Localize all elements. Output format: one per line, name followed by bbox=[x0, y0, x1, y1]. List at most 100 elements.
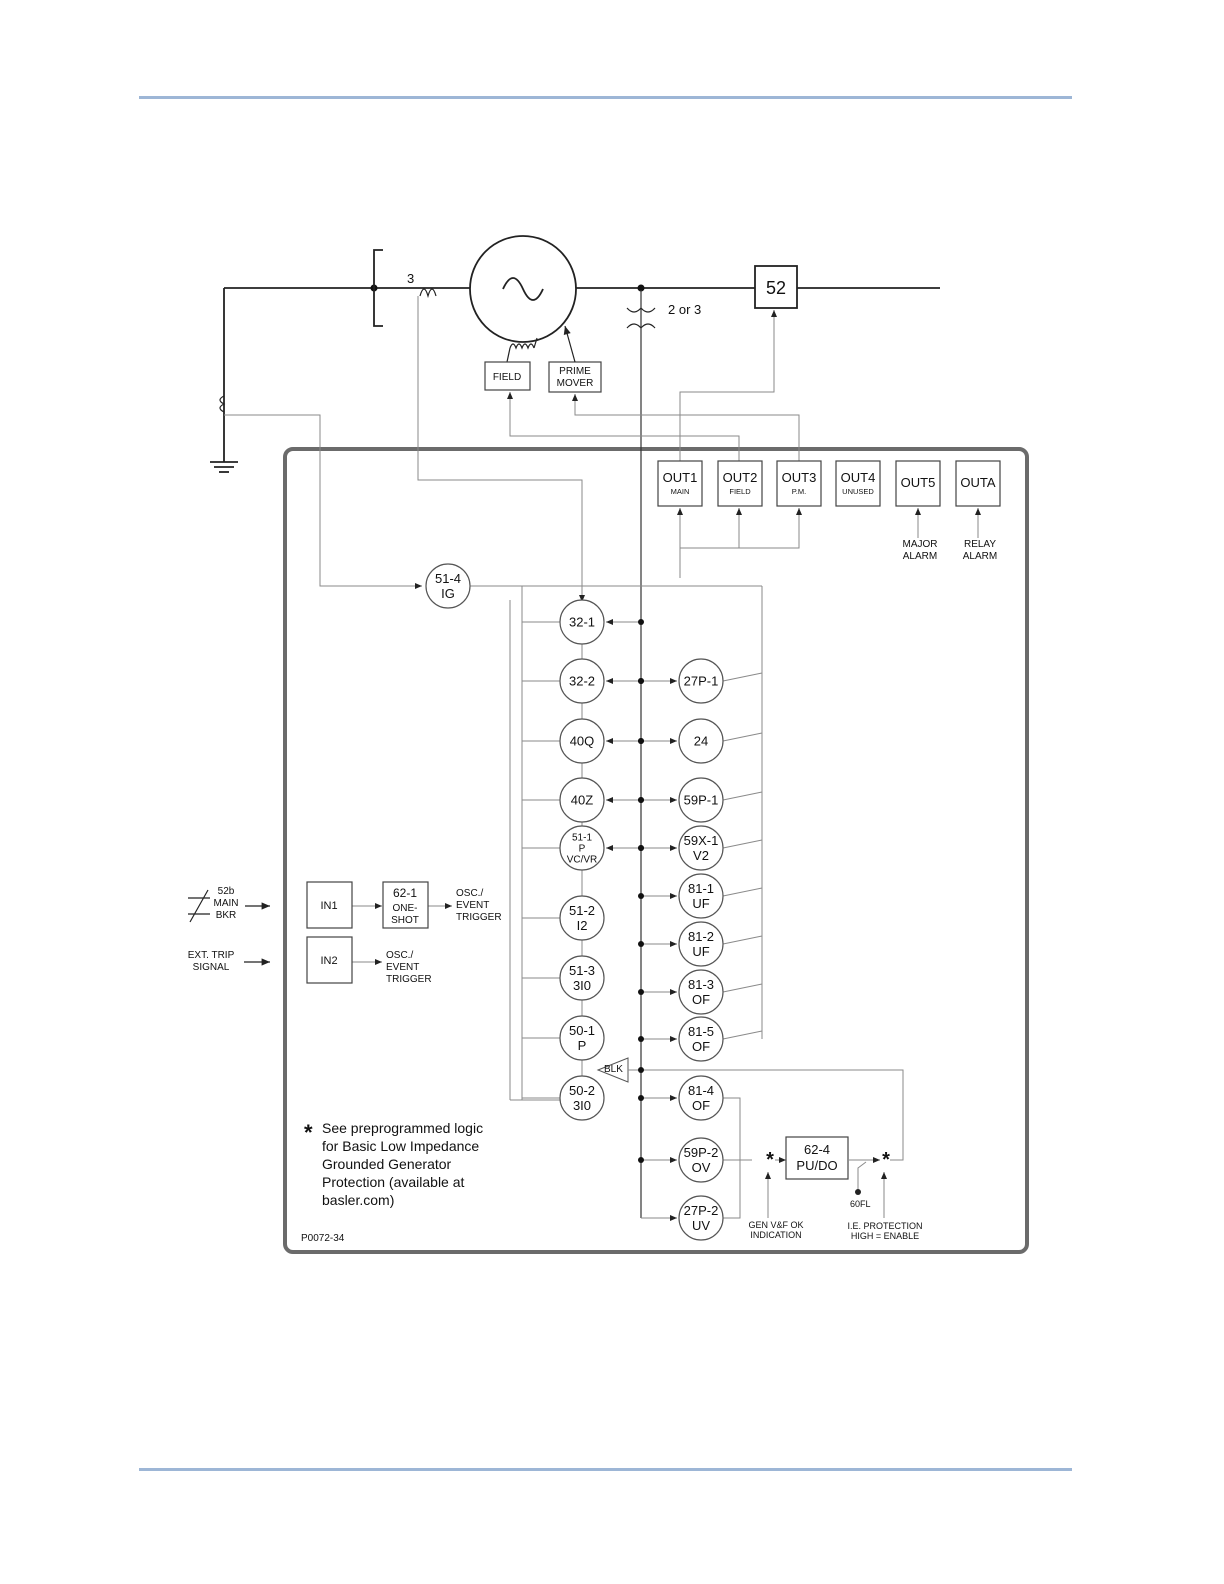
trigger2-line2: EVENT bbox=[386, 962, 419, 973]
power-system bbox=[210, 235, 940, 473]
gen-ok-line1: GEN V&F OK bbox=[748, 1220, 803, 1230]
header-rule bbox=[139, 96, 1072, 99]
element-32-1-label-0: 32-1 bbox=[569, 615, 595, 630]
output-sublabel: UNUSED bbox=[842, 487, 874, 496]
element-59P-1: 59P-1 bbox=[678, 777, 724, 823]
element-51-1-label-0: 51-1 bbox=[572, 833, 592, 844]
field-label: FIELD bbox=[493, 372, 521, 383]
element-51-2-label-1: I2 bbox=[577, 918, 588, 933]
element-59P-2-label-0: 59P-2 bbox=[684, 1145, 719, 1160]
in1-box bbox=[306, 881, 353, 929]
element-27P-1: 27P-1 bbox=[678, 658, 724, 704]
element-81-2: 81-2UF bbox=[678, 921, 724, 967]
element-51-2: 51-2I2 bbox=[559, 895, 605, 941]
oneshot-line2: ONE- bbox=[393, 903, 418, 914]
element-59X-1-label-1: V2 bbox=[693, 848, 709, 863]
element-59P-2-label-1: OV bbox=[692, 1160, 711, 1175]
fl-label: 60FL bbox=[850, 1199, 871, 1209]
note-line4: Protection (available at bbox=[322, 1174, 465, 1190]
element-32-2-label-0: 32-2 bbox=[569, 674, 595, 689]
element-81-2-label-1: UF bbox=[692, 944, 709, 959]
element-81-3-label-1: OF bbox=[692, 992, 710, 1007]
output-label: OUT3 bbox=[782, 470, 817, 485]
oneshot-62-1-box bbox=[382, 881, 429, 929]
relay-alarm-line2: ALARM bbox=[963, 551, 997, 562]
element-81-4-label-0: 81-4 bbox=[688, 1083, 714, 1098]
element-81-5-label-1: OF bbox=[692, 1039, 710, 1054]
blk-label: BLK bbox=[604, 1064, 623, 1075]
element-59P-2: 59P-2OV bbox=[678, 1137, 724, 1183]
element-27P-1-label-0: 27P-1 bbox=[684, 674, 719, 689]
breaker-label: 52 bbox=[766, 278, 786, 298]
element-81-1-label-0: 81-1 bbox=[688, 881, 714, 896]
element-24-label-0: 24 bbox=[694, 734, 708, 749]
trigger1-line2: EVENT bbox=[456, 900, 489, 911]
relay-frame bbox=[283, 447, 1029, 1254]
output-label: OUT1 bbox=[663, 470, 698, 485]
element-51-4-label-1: IG bbox=[441, 586, 455, 601]
signal-wiring bbox=[188, 290, 981, 1219]
prime-mover-box bbox=[548, 361, 602, 393]
output-label: OUT4 bbox=[841, 470, 876, 485]
element-50-1-label-0: 50-1 bbox=[569, 1023, 595, 1038]
element-27P-2: 27P-2UV bbox=[678, 1195, 724, 1241]
element-59X-1: 59X-1V2 bbox=[678, 825, 724, 871]
asterisk-ie-protection: * bbox=[882, 1149, 890, 1171]
asterisk-gen-ok: * bbox=[766, 1149, 774, 1171]
main-bkr-line2: MAIN bbox=[214, 898, 239, 909]
element-81-1: 81-1UF bbox=[678, 873, 724, 919]
element-50-1-label-1: P bbox=[578, 1038, 587, 1053]
timer-62-4-box bbox=[785, 1136, 849, 1180]
element-81-4: 81-4OF bbox=[678, 1075, 724, 1121]
element-27P-2-label-0: 27P-2 bbox=[684, 1203, 719, 1218]
element-51-4: 51-4IG bbox=[425, 563, 471, 609]
element-81-2-label-0: 81-2 bbox=[688, 929, 714, 944]
footer-rule bbox=[139, 1468, 1072, 1471]
output-label: OUT2 bbox=[723, 470, 758, 485]
element-59X-1-label-0: 59X-1 bbox=[684, 833, 719, 848]
output-outa: OUTA bbox=[955, 460, 1001, 507]
output-out5: OUT5 bbox=[895, 460, 941, 507]
trigger1-line1: OSC./ bbox=[456, 888, 483, 899]
major-alarm-line2: ALARM bbox=[903, 551, 937, 562]
element-40Z: 40Z bbox=[559, 777, 605, 823]
element-59P-1-label-0: 59P-1 bbox=[684, 793, 719, 808]
main-bkr-line1: 52b bbox=[218, 886, 235, 897]
output-sublabel: MAIN bbox=[671, 487, 690, 496]
note-asterisk: * bbox=[304, 1120, 313, 1145]
trigger2-line1: OSC./ bbox=[386, 950, 413, 961]
in2-label: IN2 bbox=[320, 955, 337, 967]
vt-count: 2 or 3 bbox=[668, 302, 701, 317]
gen-ok-line2: INDICATION bbox=[750, 1230, 801, 1240]
note-line5: basler.com) bbox=[322, 1192, 394, 1208]
ie-protection-line1: I.E. PROTECTION bbox=[847, 1221, 922, 1231]
element-ties bbox=[522, 619, 763, 1221]
output-sublabel: FIELD bbox=[729, 487, 751, 496]
output-sublabel: P.M. bbox=[792, 487, 806, 496]
element-40Q: 40Q bbox=[559, 718, 605, 764]
element-51-2-label-0: 51-2 bbox=[569, 903, 595, 918]
major-alarm-line1: MAJOR bbox=[903, 539, 938, 550]
figure-id: P0072-34 bbox=[301, 1233, 345, 1244]
element-40Q-label-0: 40Q bbox=[570, 734, 595, 749]
trigger1-line3: TRIGGER bbox=[456, 912, 502, 923]
element-24: 24 bbox=[678, 718, 724, 764]
element-81-3: 81-3OF bbox=[678, 969, 724, 1015]
element-51-1-label-2: VC/VR bbox=[567, 855, 598, 866]
note-line2: for Basic Low Impedance bbox=[322, 1138, 479, 1154]
element-32-2: 32-2 bbox=[559, 658, 605, 704]
element-51-3-label-1: 3I0 bbox=[573, 978, 591, 993]
element-50-1: 50-1P bbox=[559, 1015, 605, 1061]
element-50-2-label-1: 3I0 bbox=[573, 1098, 591, 1113]
trigger2-line3: TRIGGER bbox=[386, 974, 432, 985]
element-51-4-label-0: 51-4 bbox=[435, 571, 461, 586]
element-81-5-label-0: 81-5 bbox=[688, 1024, 714, 1039]
timer-62-4-line1: 62-4 bbox=[804, 1142, 830, 1157]
element-51-3-label-0: 51-3 bbox=[569, 963, 595, 978]
